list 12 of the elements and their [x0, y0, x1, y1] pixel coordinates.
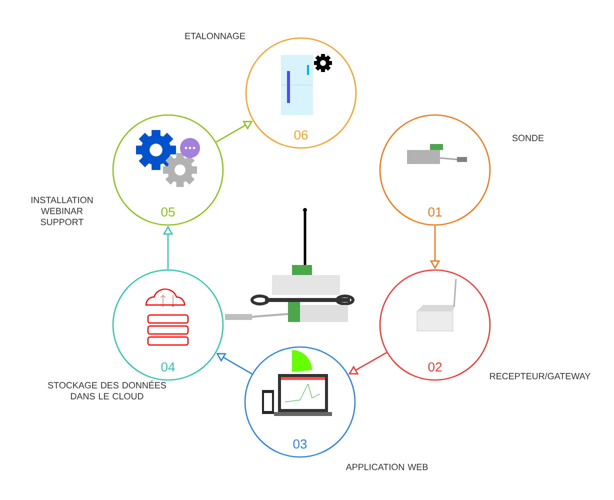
step-label: INSTALLATION WEBINAR SUPPORT: [32, 196, 93, 226]
step-number: 01: [428, 207, 442, 217]
step-label: SONDE: [512, 134, 544, 142]
step-label: RECEPTEUR/GATEWAY: [490, 372, 590, 380]
step-number: 04: [161, 362, 175, 372]
step-label: STOCKAGE DES DONNÉES DANS LE CLOUD: [48, 380, 166, 400]
step-number: 06: [294, 130, 308, 140]
step-label: APPLICATION WEB: [346, 464, 428, 470]
step-number: 05: [161, 207, 175, 217]
step-label: ETALONNAGE: [185, 32, 246, 40]
step-number: 03: [293, 439, 307, 449]
step-number: 02: [428, 362, 442, 372]
